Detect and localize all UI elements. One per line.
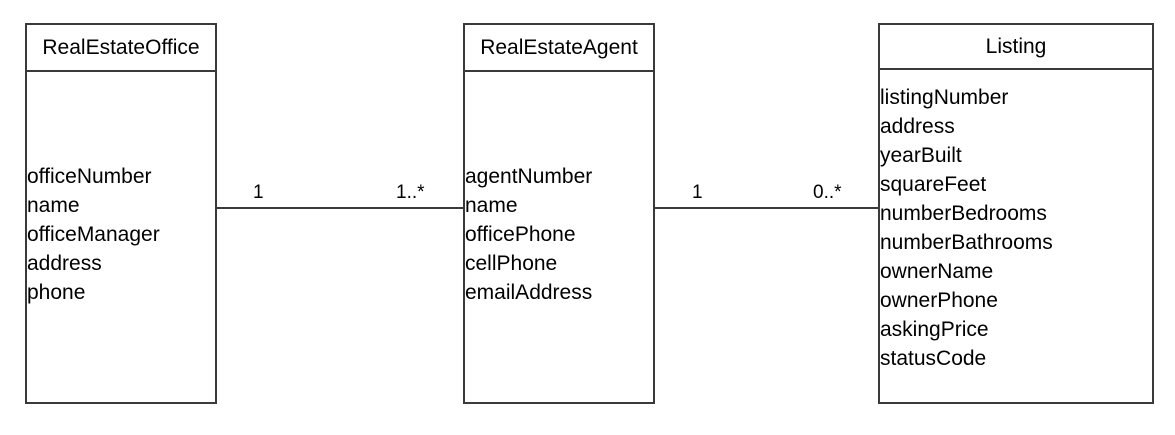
attribute-compartment-listing: listingNumber address yearBuilt squareFe… — [880, 70, 1152, 402]
attribute-item: officePhone — [465, 223, 576, 246]
attribute-item: ownerName — [880, 260, 994, 283]
attribute-item: address — [880, 115, 955, 138]
attribute-compartment-real-estate-office: officeNumber name officeManager address … — [27, 72, 215, 402]
multiplicity-label-agent-end-to-listing: 1 — [692, 182, 703, 203]
association-line-agent-listing[interactable] — [654, 207, 879, 209]
attribute-item: numberBathrooms — [880, 231, 1053, 254]
multiplicity-label-agent-end-from-office: 1..* — [396, 182, 425, 203]
association-line-office-agent[interactable] — [216, 207, 464, 209]
class-header-real-estate-agent: RealEstateAgent — [465, 25, 653, 72]
attribute-item: askingPrice — [880, 318, 989, 341]
attribute-item: squareFeet — [880, 173, 987, 196]
multiplicity-label-office-end: 1 — [253, 182, 264, 203]
class-box-real-estate-office[interactable]: RealEstateOffice officeNumber name offic… — [25, 23, 217, 404]
class-box-real-estate-agent[interactable]: RealEstateAgent agentNumber name officeP… — [463, 23, 655, 404]
attribute-item: phone — [27, 281, 86, 304]
attribute-item: listingNumber — [880, 86, 1009, 109]
attribute-list-real-estate-office: officeNumber name officeManager address … — [27, 162, 160, 307]
attribute-list-real-estate-agent: agentNumber name officePhone cellPhone e… — [465, 162, 592, 307]
attribute-item: officeManager — [27, 223, 160, 246]
class-name-real-estate-office: RealEstateOffice — [42, 35, 200, 59]
class-box-listing[interactable]: Listing listingNumber address yearBuilt … — [878, 23, 1154, 404]
attribute-list-listing: listingNumber address yearBuilt squareFe… — [880, 83, 1053, 373]
attribute-item: yearBuilt — [880, 144, 962, 167]
class-header-listing: Listing — [880, 25, 1152, 70]
attribute-item: officeNumber — [27, 165, 152, 188]
attribute-item: ownerPhone — [880, 289, 998, 312]
attribute-item: name — [465, 194, 518, 217]
attribute-item: agentNumber — [465, 165, 593, 188]
attribute-item: statusCode — [880, 347, 987, 370]
attribute-compartment-real-estate-agent: agentNumber name officePhone cellPhone e… — [465, 72, 653, 402]
multiplicity-label-listing-end: 0..* — [813, 182, 842, 203]
class-header-real-estate-office: RealEstateOffice — [27, 25, 215, 72]
attribute-item: emailAddress — [465, 281, 593, 304]
class-name-real-estate-agent: RealEstateAgent — [480, 35, 638, 59]
attribute-item: numberBedrooms — [880, 202, 1047, 225]
attribute-item: address — [27, 252, 102, 275]
attribute-item: cellPhone — [465, 252, 558, 275]
attribute-item: name — [27, 194, 80, 217]
class-name-listing: Listing — [985, 34, 1047, 58]
